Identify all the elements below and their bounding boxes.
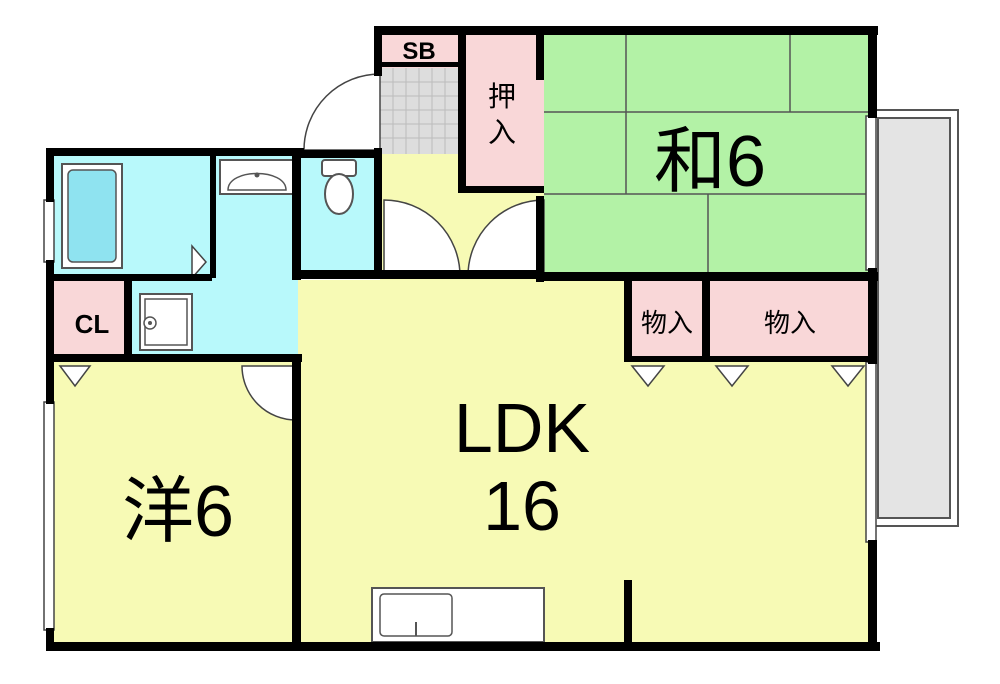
bathtub (61, 163, 123, 269)
monoire-1-floor (630, 280, 706, 356)
japanese-room-size: 6 (726, 122, 766, 202)
ldk-label: LDK (454, 389, 590, 467)
washbasin (219, 159, 295, 195)
kitchen-counter (371, 587, 545, 651)
western-room-floor (52, 358, 298, 643)
closet-floor (52, 280, 130, 356)
closet-label: CL (75, 309, 110, 339)
western-room-label: 洋6 (122, 469, 234, 553)
walls (46, 26, 880, 651)
japanese-room-name: 和 (654, 119, 726, 203)
entrance-tile (380, 68, 458, 154)
japanese-room-label: 和6 (654, 119, 766, 203)
monoire-1-label: 物入 (641, 309, 693, 339)
oshiire-label-2: 入 (488, 116, 516, 149)
sb-label: SB (402, 38, 435, 65)
western-room-size: 6 (194, 472, 234, 552)
oshiire-floor (458, 32, 544, 192)
oshiire-label-1: 押 (488, 80, 516, 113)
closet-markers (58, 244, 866, 388)
toilet (321, 159, 357, 215)
monoire-2-label: 物入 (764, 309, 816, 339)
monoire-2-floor (706, 280, 872, 356)
western-room-name: 洋 (122, 469, 194, 553)
ldk-size: 16 (483, 467, 561, 545)
washing-machine-pan (139, 293, 193, 351)
balcony (871, 109, 959, 527)
tatami-lines (544, 32, 872, 274)
door-swings (241, 73, 545, 421)
